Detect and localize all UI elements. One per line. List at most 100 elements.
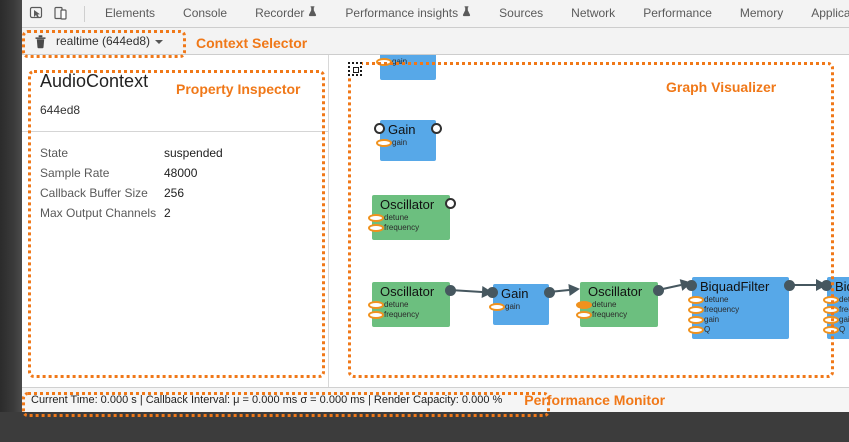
performance-monitor-bar: Current Time: 0.000 s | Callback Interva… [22, 387, 849, 412]
graph-port-param-frequency[interactable] [576, 311, 592, 319]
graph-node-param-gain: gain [392, 57, 408, 66]
chevron-down-icon [155, 40, 164, 44]
property-key: Max Output Channels [40, 206, 157, 220]
graph-visualizer-canvas[interactable]: Graph Visualizer GaingainGaingainOscilla… [329, 55, 849, 387]
graph-port-input[interactable] [821, 280, 832, 291]
tab-recorder[interactable]: Recorder [241, 0, 331, 27]
property-table: State suspended Sample Rate 48000 Callba… [22, 132, 328, 223]
graph-node-param-detune: detune [839, 295, 849, 304]
graph-port-output[interactable] [431, 123, 442, 134]
graph-node-param-frequency: frequency [839, 305, 849, 314]
context-id: 644ed8 [40, 103, 81, 117]
graph-port-param-detune[interactable] [368, 301, 384, 309]
property-key: State [40, 146, 69, 160]
devtools-window: Elements Console Recorder Performance in… [22, 0, 849, 412]
property-key: Callback Buffer Size [40, 186, 148, 200]
tab-memory[interactable]: Memory [726, 0, 797, 27]
tab-network[interactable]: Network [557, 0, 629, 27]
graph-visualizer-annotation-label: Graph Visualizer [666, 79, 777, 95]
graph-node-param-frequency: frequency [384, 223, 420, 232]
drag-handle-marker[interactable] [348, 62, 362, 76]
graph-port-param-gain[interactable] [376, 58, 392, 66]
graph-port-input[interactable] [686, 280, 697, 291]
tab-performance[interactable]: Performance [629, 0, 726, 27]
graph-port-output[interactable] [445, 285, 456, 296]
tab-label: Network [571, 6, 616, 20]
graph-port-output[interactable] [445, 198, 456, 209]
graph-node-title: Gain [388, 122, 416, 137]
tab-label: Application [811, 6, 849, 20]
tab-sources[interactable]: Sources [485, 0, 557, 27]
performance-monitor-text: Current Time: 0.000 s | Callback Interva… [31, 394, 503, 406]
browser-chrome-strip [0, 0, 22, 442]
tab-console[interactable]: Console [169, 0, 241, 27]
graph-port-param-detune[interactable] [576, 301, 592, 309]
browser-chrome-bottom [0, 412, 849, 442]
tab-performance-insights[interactable]: Performance insights [331, 0, 485, 27]
graph-port-output[interactable] [784, 280, 795, 291]
property-inspector-panel: AudioContext 644ed8 State suspended Samp… [22, 55, 329, 387]
graph-port-param-frequency[interactable] [368, 311, 384, 319]
property-value: 48000 [164, 166, 198, 180]
graph-node-title: BiquadFilter [700, 279, 770, 294]
property-value: suspended [164, 146, 223, 160]
graph-node-param-gain: gain [505, 302, 521, 311]
devtools-tabs: Elements Console Recorder Performance in… [91, 0, 849, 27]
inspect-element-icon[interactable] [28, 5, 45, 22]
experiment-flask-icon [308, 0, 317, 27]
page-title: AudioContext [40, 71, 149, 91]
graph-node-param-detune: detune [592, 300, 617, 309]
property-row: Max Output Channels 2 [40, 203, 328, 223]
device-toolbar-icon[interactable] [52, 5, 69, 22]
graph-port-param-gain[interactable] [489, 303, 505, 311]
property-row: Callback Buffer Size 256 [40, 183, 328, 203]
tab-elements[interactable]: Elements [91, 0, 169, 27]
graph-node-title: Oscillator [588, 284, 643, 299]
context-selector-bar: realtime (644ed8) [22, 28, 849, 55]
tab-label: Recorder [255, 6, 305, 20]
graph-node-param-Q: Q [839, 325, 846, 334]
graph-port-param-detune[interactable] [368, 214, 384, 222]
graph-node-param-detune: detune [384, 213, 409, 222]
graph-port-output[interactable] [653, 285, 664, 296]
graph-port-input[interactable] [487, 287, 498, 298]
property-value: 256 [164, 186, 185, 200]
property-inspector-annotation-label: Property Inspector [176, 81, 301, 97]
divider [22, 131, 328, 132]
graph-port-param-detune[interactable] [823, 296, 839, 304]
graph-port-param-Q[interactable] [688, 326, 704, 334]
graph-port-param-detune[interactable] [688, 296, 704, 304]
graph-port-param-gain[interactable] [823, 316, 839, 324]
graph-port-param-gain[interactable] [688, 316, 704, 324]
graph-port-param-gain[interactable] [376, 139, 392, 147]
graph-node-params: gain [380, 57, 436, 71]
graph-node-param-frequency: frequency [592, 310, 628, 319]
experiment-flask-icon [462, 0, 471, 27]
trash-icon[interactable] [29, 31, 51, 51]
main-split: AudioContext 644ed8 State suspended Samp… [22, 55, 849, 387]
graph-port-param-frequency[interactable] [688, 306, 704, 314]
tab-label: Sources [499, 6, 544, 20]
graph-port-output[interactable] [544, 287, 555, 298]
tab-application[interactable]: Application [797, 0, 849, 27]
graph-port-param-frequency[interactable] [368, 224, 384, 232]
graph-port-param-frequency[interactable] [823, 306, 839, 314]
graph-node-title: Gain [380, 55, 436, 57]
context-selector-dropdown[interactable]: realtime (644ed8) [56, 34, 164, 48]
context-selector-annotation-label: Context Selector [196, 35, 308, 51]
graph-node-params: gain [493, 302, 549, 316]
graph-port-input[interactable] [374, 123, 385, 134]
graph-port-param-Q[interactable] [823, 326, 839, 334]
